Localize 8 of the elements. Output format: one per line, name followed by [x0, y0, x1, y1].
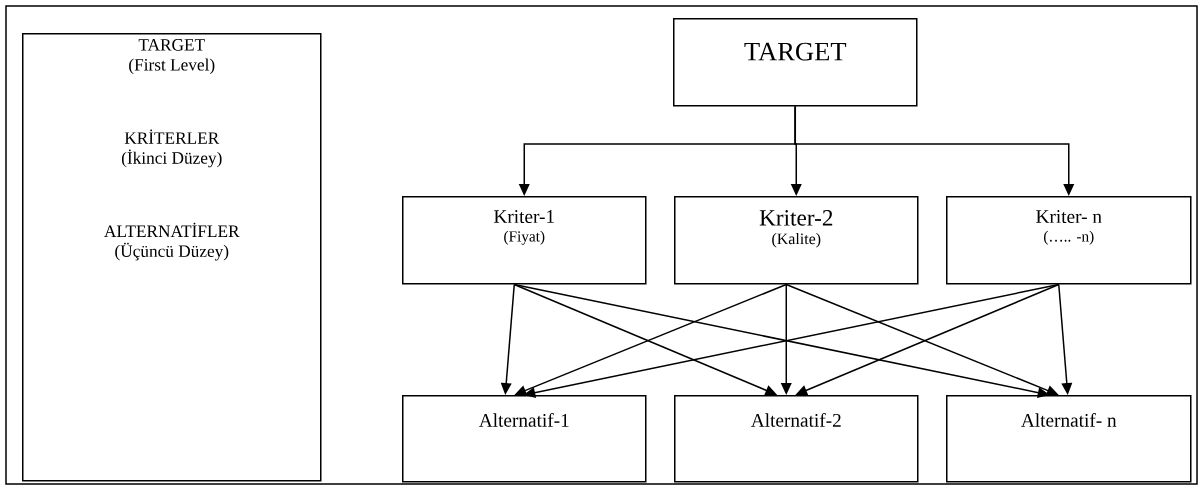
- criterion-box: Kriter-2 (Kalite): [674, 196, 919, 285]
- criterion-box: Kriter- n (….. -n): [946, 196, 1192, 285]
- criterion-box: Kriter-1 (Fiyat): [402, 196, 647, 285]
- goal-box: TARGET: [673, 18, 918, 107]
- alternative-box: Alternatif- n: [946, 395, 1192, 483]
- alternative-box: Alternatif-1: [402, 395, 647, 483]
- alternative-box: Alternatif-2: [674, 395, 919, 483]
- level-panel: TARGET (First Level) KRİTERLER (İkinci Düzey) ALTERNATİFLER (Üçüncü Düzey): [22, 33, 322, 482]
